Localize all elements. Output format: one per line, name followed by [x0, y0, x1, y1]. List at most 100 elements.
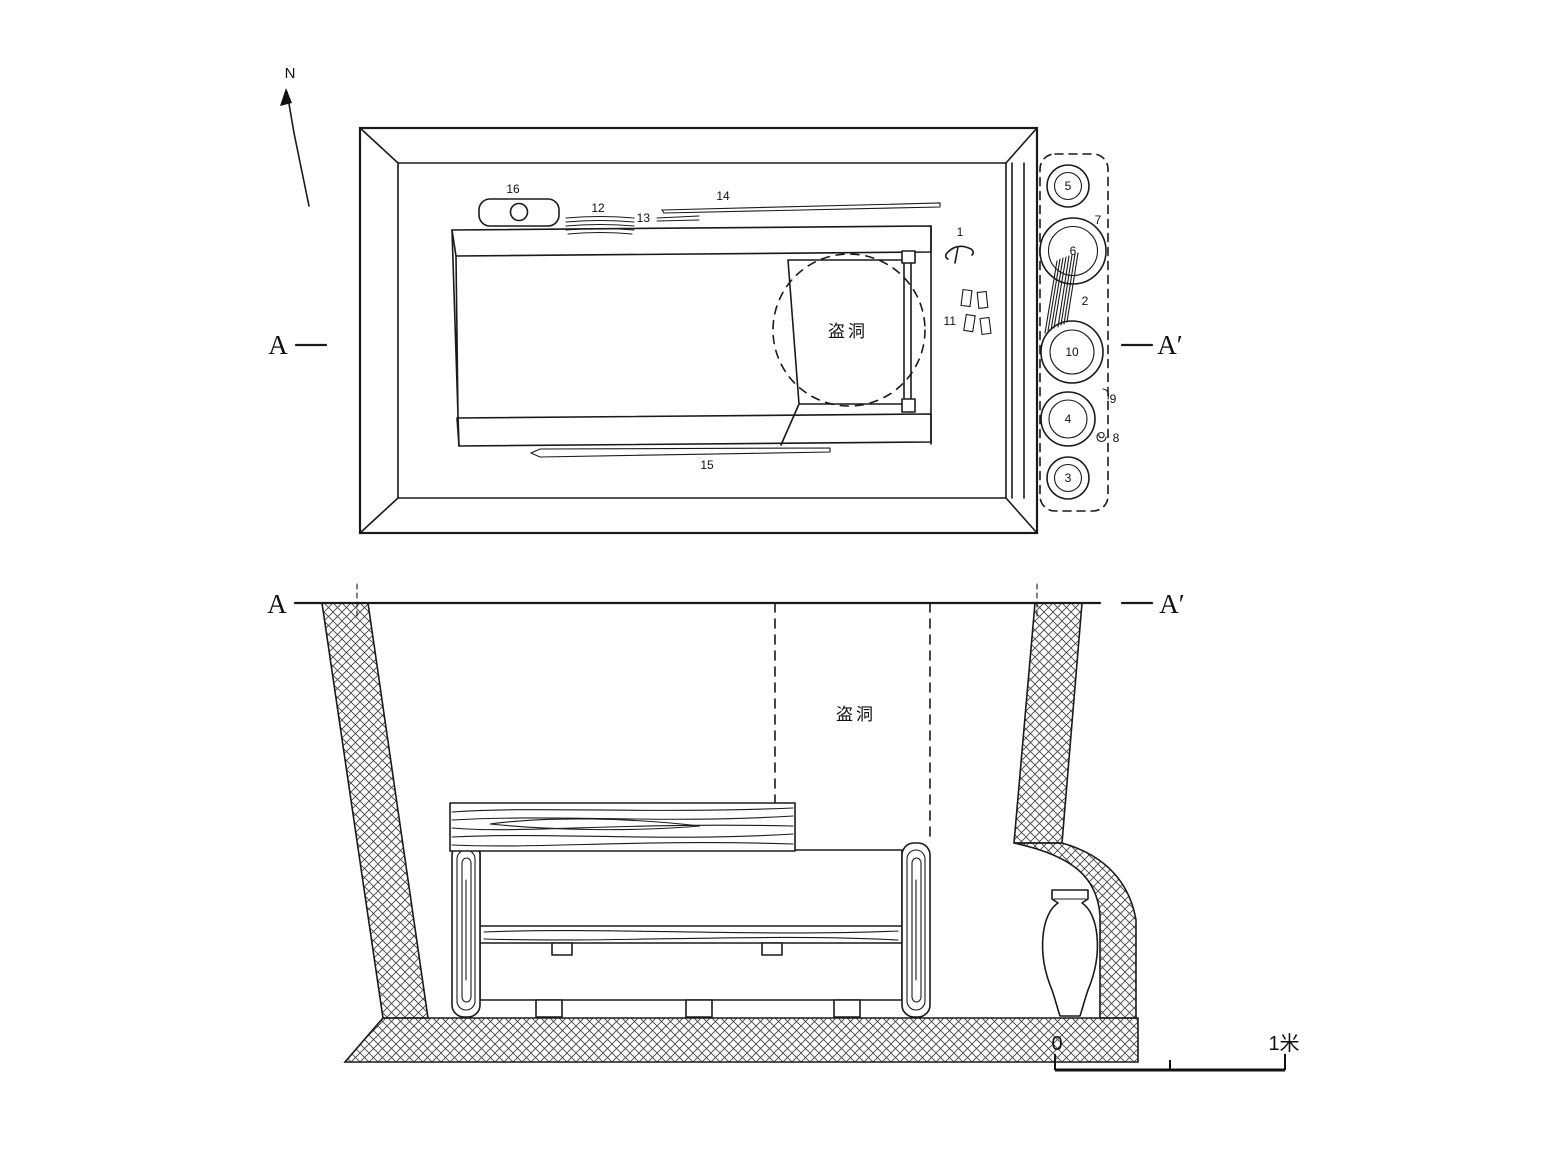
plan-coffin-bottom-plank	[456, 413, 932, 447]
artifact-15-rod: 15	[529, 447, 831, 472]
artifact-16-box: 16	[478, 182, 560, 227]
plan-chamber-corner-block-top	[901, 250, 916, 264]
artifact-15-outline	[529, 447, 831, 458]
artifact-11-label: 11	[944, 314, 957, 328]
plan-artifacts: 16 12 13 14 1	[478, 182, 992, 472]
north-label: N	[285, 65, 296, 82]
plan-pit-corner-bevels	[359, 127, 1038, 534]
scale-bar: 0 1米	[1051, 1032, 1300, 1072]
left-board-grain-ring	[461, 857, 472, 1003]
artifact-7-label: 7	[1095, 213, 1102, 227]
plan-niche: 5 6 10 4 3 2 7 9 8	[1039, 153, 1120, 512]
artifact-16-knob	[509, 202, 529, 222]
pot-6-inner	[1047, 225, 1099, 277]
coffin-left-end-board	[451, 842, 481, 1018]
plan-section-label-a: A	[268, 330, 288, 360]
plan-coffin-top-plank	[451, 225, 932, 257]
scale-bar-ticks	[1054, 1054, 1286, 1070]
niche-pot-outline	[1041, 889, 1099, 1017]
section-floor	[343, 1017, 1139, 1063]
pot-3-outer	[1046, 456, 1090, 500]
plan-pit-inner-edge	[397, 162, 1007, 499]
coffin-box-body	[479, 849, 903, 1001]
plan-inner-chamber	[780, 251, 912, 446]
section-coffin	[449, 802, 931, 1018]
plan-section-label-a-prime: A′	[1157, 330, 1182, 360]
artifact-12-label: 12	[591, 201, 605, 215]
artifact-1-label: 1	[957, 225, 964, 239]
section-niche-pot	[1041, 889, 1099, 1017]
north-arrow-head	[280, 88, 292, 106]
section-projection-dashes	[356, 583, 1038, 621]
section-ground-line: A A′	[267, 583, 1185, 621]
artifact-14-rod: 14	[660, 189, 941, 214]
artifact-11-plaque	[979, 316, 992, 336]
plan-chamber-corner-block-bottom	[901, 398, 916, 413]
plan-robber-hole: 盗洞	[772, 253, 926, 407]
plan-view: 盗洞 16 12 13 14	[268, 126, 1183, 535]
plan-robber-hole-outline	[772, 253, 926, 407]
section-robber-hole-label: 盗洞	[836, 705, 876, 724]
pot-10-inner	[1049, 329, 1095, 375]
artifact-12-stack: 12	[565, 201, 635, 235]
section-left-wall	[321, 602, 429, 1019]
plan-robber-hole-label: 盗洞	[828, 322, 868, 341]
lid-grain-lens	[489, 818, 701, 831]
artifact-9-label: 9	[1110, 392, 1117, 406]
artifact-8-outline	[1096, 431, 1107, 443]
lid-grain-lines	[451, 807, 794, 847]
plank-cleat	[551, 942, 573, 956]
artifact-11-plaque	[976, 290, 989, 309]
artifact-8-label: 8	[1113, 431, 1120, 445]
coffin-foot	[833, 999, 861, 1018]
plan-niche-outline	[1039, 153, 1109, 512]
artifact-14-outline	[660, 202, 941, 214]
artifact-11-plaque	[963, 313, 976, 333]
artifact-1-fork: 1	[944, 225, 975, 264]
pot-3-inner	[1053, 463, 1083, 493]
artifact-15-label: 15	[700, 458, 714, 472]
plan-pit-outer-edge	[358, 126, 1039, 535]
pot-4-label: 4	[1065, 412, 1072, 426]
inner-plank-grain	[483, 930, 899, 941]
artifact-9-outline	[1102, 388, 1109, 400]
section-right-wall	[1013, 602, 1083, 844]
pot-3-label: 3	[1065, 471, 1072, 485]
pot-5-outer	[1046, 164, 1090, 208]
section-label-a: A	[267, 589, 287, 619]
pot-6-label: 6	[1070, 244, 1077, 258]
artifact-14-label: 14	[716, 189, 730, 203]
scale-zero-label: 0	[1051, 1033, 1062, 1055]
coffin-foot	[685, 999, 713, 1018]
artifact-16-outline	[478, 198, 560, 227]
artifact-2-bundle	[1044, 252, 1079, 334]
pot-5-inner	[1053, 171, 1083, 201]
coffin-lid	[449, 802, 796, 852]
north-arrow-shaft	[286, 91, 310, 207]
section-label-a-prime: A′	[1159, 589, 1184, 619]
artifact-12-outline	[565, 215, 635, 235]
artifact-2-label: 2	[1082, 294, 1089, 308]
coffin-right-end-board	[901, 842, 931, 1018]
right-board-grain-ring	[906, 849, 926, 1011]
section-view: A A′ 盗洞	[267, 583, 1300, 1072]
artifact-13-outline	[656, 215, 700, 222]
scale-max-label: 1米	[1268, 1032, 1299, 1055]
plan-tomb-pit-frame	[358, 126, 1039, 535]
artifact-11-plaque	[960, 288, 973, 308]
plan-coffin-end-walls	[451, 225, 932, 447]
artifact-1-outline	[944, 245, 975, 264]
coffin-foot	[535, 999, 563, 1018]
pot-5-label: 5	[1065, 179, 1072, 193]
right-board-grain-ring	[911, 857, 922, 1003]
artifact-16-label: 16	[506, 182, 520, 196]
pot-10-label: 10	[1065, 345, 1079, 359]
section-earth	[321, 602, 1139, 1063]
plank-cleat	[761, 942, 783, 956]
section-robber-hole: 盗洞	[774, 602, 931, 844]
coffin-inner-plank	[479, 925, 903, 944]
artifact-11-plaques: 11	[944, 288, 992, 336]
artifact-13-label: 13	[637, 211, 651, 225]
pot-4-inner	[1048, 399, 1088, 439]
